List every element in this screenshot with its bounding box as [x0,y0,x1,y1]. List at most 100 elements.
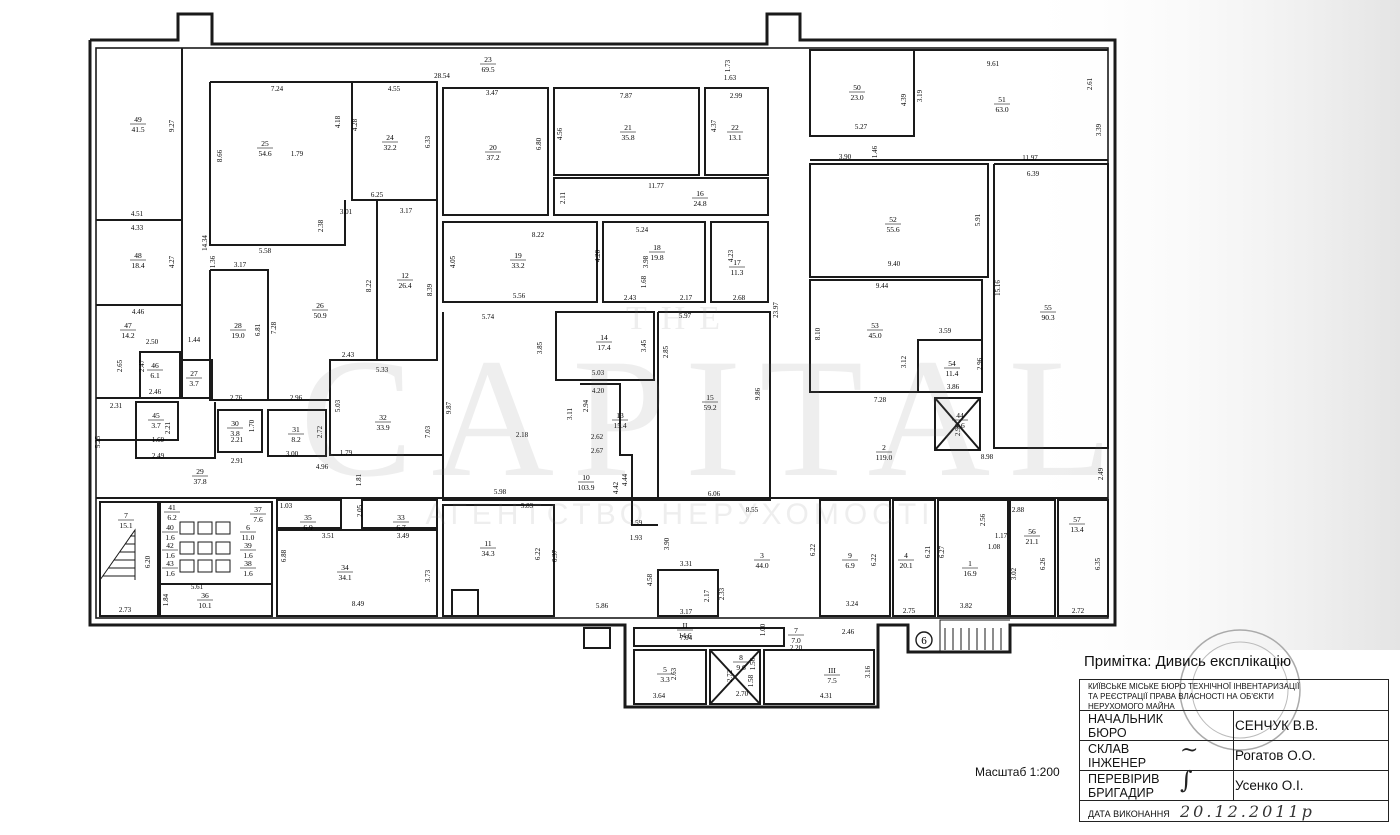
room-area: 3.8 [230,429,240,438]
room-number: 8 [739,653,743,662]
room-number: 48 [134,251,142,260]
room-number: 20 [489,143,497,152]
dimension-label: 2.17 [703,589,711,602]
dimension-label: 5.98 [494,488,507,496]
dimension-label: 3.01 [340,208,353,216]
dimension-label: 6.35 [1094,557,1102,570]
dimension-label: 6.26 [1039,557,1047,570]
dimension-label: 3.90 [839,153,852,161]
dimension-label: 2.88 [1012,506,1025,514]
walls [88,12,1117,709]
dimension-label: 5.03 [334,399,342,412]
dimension-label: 8.22 [365,279,373,292]
room-number: 35 [304,513,312,522]
room-area: 3.7 [151,421,161,430]
scan-shadow [1010,0,1400,650]
room-area: 37.2 [486,153,499,162]
date-value: 20.12.2011р [1180,802,1315,821]
dimension-label: 1.17 [995,532,1008,540]
room-7: 715.1 [118,511,134,530]
dimension-label: 6.39 [1027,170,1040,178]
dimension-label: 11.77 [648,182,664,190]
room-1: 116.9 [962,559,978,578]
entrance-marker-label: 6 [921,635,927,647]
dimension-label: 3.86 [947,383,960,391]
dimension-label: 1.63 [724,74,737,82]
room-area: 1.6 [243,551,253,560]
room-number: 42 [166,541,174,550]
dimension-label: 2.49 [1097,467,1105,480]
room-area: 6.9 [303,523,313,532]
dimension-label: 23.97 [772,302,780,318]
room-number: 12 [401,271,409,280]
dimension-label: 1.58 [747,674,755,687]
room-7: 77.0 [788,626,804,645]
room-number: 1 [968,559,972,568]
room-number: 21 [624,123,632,132]
dimension-label: 2.72 [316,425,324,438]
dimension-label: 4.27 [168,255,176,268]
dimension-label: 6.22 [809,543,817,556]
dimension-label: 4.05 [449,255,457,268]
dimension-label: 1.69 [152,436,165,444]
room-39: 391.6 [240,541,256,560]
org-line3: НЕРУХОМОГО МАЙНА [1088,702,1175,711]
dimension-label: 1.59 [630,519,643,527]
room-area: 6.9 [845,561,855,570]
room-area: 23.0 [850,93,863,102]
dimension-label: 9.87 [445,401,453,414]
dimension-label: 6.80 [535,137,543,150]
room-number: 5 [663,665,667,674]
dimension-label: 5.24 [636,226,649,234]
dimension-label: 4.33 [131,224,144,232]
dimension-label: 4.56 [556,127,564,140]
dimension-label: 1.84 [162,593,170,606]
dimension-label: 2.21 [231,436,244,444]
room-area: 6.7 [396,523,406,532]
room-42: 421.6 [162,541,178,560]
dimension-label: 3.73 [424,569,432,582]
dimension-label: 5.91 [974,213,982,226]
dimension-label: 1.73 [724,59,732,72]
dimension-label: 4.51 [131,210,144,218]
dimension-label: 2.94 [582,399,590,412]
room-area: 6.1 [150,371,160,380]
dimension-label: 2.76 [230,394,243,402]
dimension-label: 3.16 [864,665,872,678]
room-9: 96.9 [842,551,858,570]
room-31: 318.2 [288,425,304,444]
dimension-label: 2.43 [624,294,637,302]
dimension-label: 2.20 [790,644,803,652]
room-area: 21.1 [1025,537,1038,546]
dimension-label: 1.79 [291,150,304,158]
room-area: 119.0 [876,453,893,462]
dimension-label: 1.46 [871,145,879,158]
room-number: 54 [948,359,956,368]
role-engineer: СКЛАВ ІНЖЕНЕР [1088,742,1147,770]
room-area: 7.6 [253,515,263,524]
room-number: 9 [848,551,852,560]
date-label: ДАТА ВИКОНАННЯ [1088,809,1170,819]
dimension-label: 8.10 [814,327,822,340]
room-3: 344.0 [754,551,770,570]
room-number: 13 [616,411,624,420]
room-number: 6 [246,523,250,532]
dimension-label: 1.08 [988,543,1001,551]
dimension-label: 5.27 [855,123,868,131]
room-46: 466.1 [147,361,163,380]
dimension-label: 2.68 [733,294,746,302]
room-area: 18.4 [131,261,144,270]
room-number: 38 [244,559,252,568]
dimension-label: 2.56 [979,513,987,526]
